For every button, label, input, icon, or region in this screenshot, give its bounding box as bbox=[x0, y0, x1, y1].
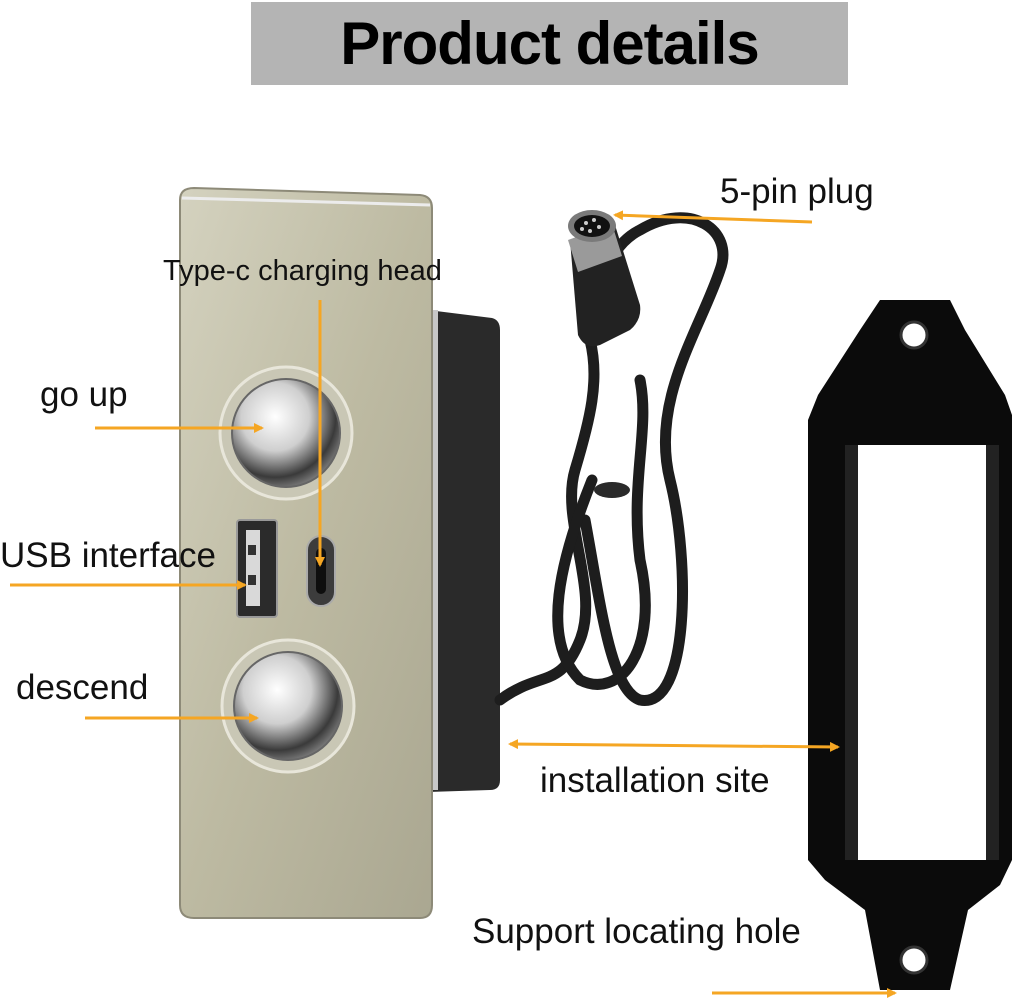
label-type-c: Type-c charging head bbox=[163, 255, 442, 287]
arrow-5pin bbox=[613, 210, 813, 224]
label-usb-interface: USB interface bbox=[0, 536, 216, 575]
page-title: Product details bbox=[340, 10, 759, 77]
label-support-locating-hole: Support locating hole bbox=[472, 912, 801, 951]
panel-housing bbox=[428, 310, 500, 792]
label-5-pin-plug: 5-pin plug bbox=[720, 172, 874, 211]
support-bracket bbox=[808, 300, 1012, 990]
label-descend: descend bbox=[16, 668, 149, 707]
label-go-up: go up bbox=[40, 375, 128, 414]
title-banner bbox=[251, 2, 848, 85]
arrow-installation-site bbox=[508, 739, 840, 752]
five-pin-plug bbox=[568, 210, 641, 347]
label-installation-site: installation site bbox=[540, 761, 770, 800]
control-panel bbox=[179, 186, 433, 919]
cable bbox=[494, 212, 729, 706]
callout-arrows bbox=[10, 210, 897, 998]
